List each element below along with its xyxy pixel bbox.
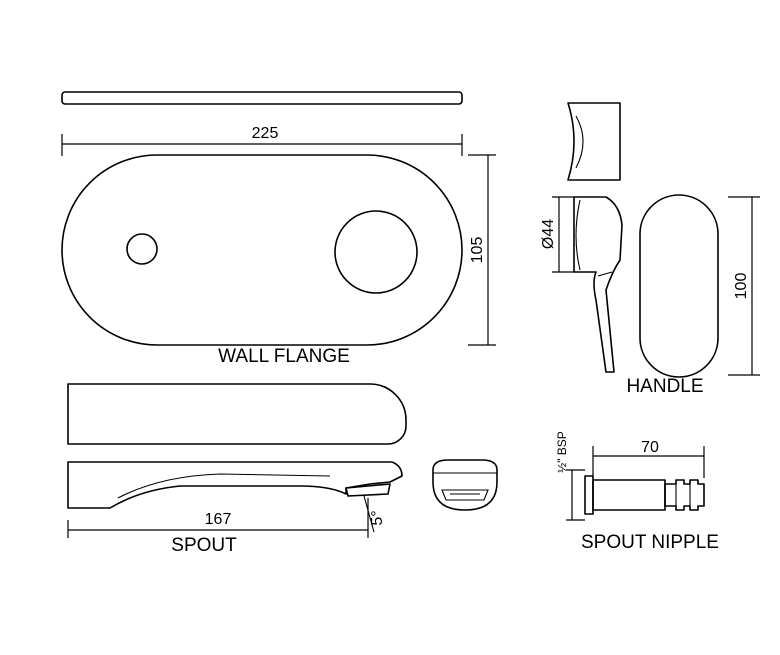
nipple-threaded-end bbox=[664, 479, 705, 511]
handle-top-curve bbox=[575, 115, 584, 169]
nipple-thread-value: ½" BSP bbox=[555, 431, 569, 473]
spout-angle-line bbox=[363, 495, 375, 533]
flange-height-value: 105 bbox=[469, 237, 486, 264]
spout-label: SPOUT bbox=[171, 535, 237, 556]
handle-group: Ø44 100 HANDLE bbox=[540, 102, 760, 397]
handle-side-view bbox=[573, 196, 623, 373]
nipple-flange-plate bbox=[584, 475, 594, 515]
spout-length-value: 167 bbox=[205, 511, 232, 528]
spout-end-view bbox=[432, 459, 498, 511]
handle-label: HANDLE bbox=[626, 376, 703, 397]
wall-flange-label: WALL FLANGE bbox=[218, 346, 350, 367]
handle-side-detail bbox=[597, 271, 613, 277]
spout-end-aerator bbox=[441, 489, 489, 501]
spout-top-view bbox=[67, 383, 407, 445]
spout-group: 167 5° SPOUT bbox=[67, 383, 498, 556]
nipple-length-value: 70 bbox=[641, 439, 659, 456]
spout-nipple-group: 70 ½" BSP SPOUT NIPPLE bbox=[555, 431, 719, 553]
diverter-hole bbox=[126, 233, 158, 265]
spout-side-contour bbox=[117, 473, 331, 499]
wall-flange-front-view bbox=[61, 154, 463, 346]
spout-angle-value: 5° bbox=[369, 510, 386, 525]
handle-height-value: 100 bbox=[733, 273, 750, 300]
handle-top-view bbox=[567, 102, 621, 181]
flange-width-value: 225 bbox=[252, 125, 279, 142]
spout-side-view bbox=[67, 461, 403, 509]
handle-side-curve bbox=[575, 199, 581, 271]
wall-flange-group: 225 105 WALL FLANGE bbox=[61, 91, 496, 367]
wall-flange-edge-view bbox=[61, 91, 463, 105]
handle-diameter-value: Ø44 bbox=[540, 219, 557, 249]
handle-front-view bbox=[639, 194, 719, 378]
spout-nipple-label: SPOUT NIPPLE bbox=[581, 532, 719, 553]
handle-hole bbox=[334, 210, 418, 294]
spout-outlet bbox=[345, 483, 391, 497]
nipple-body bbox=[592, 479, 666, 511]
